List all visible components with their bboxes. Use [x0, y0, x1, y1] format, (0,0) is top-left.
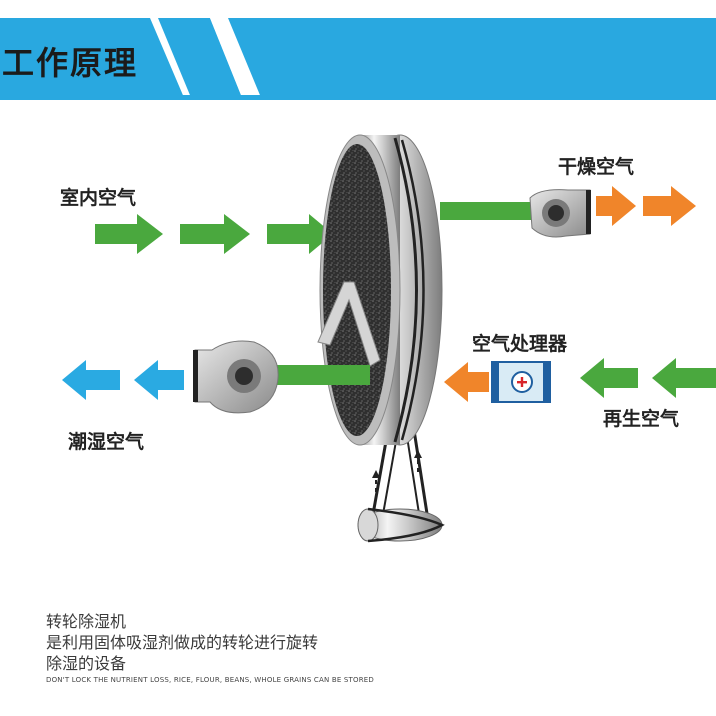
humid-air-arrow-2	[62, 360, 120, 400]
air-processor-label: 空气处理器	[472, 333, 568, 355]
drive-belt	[357, 429, 445, 543]
humid-air-label: 潮湿空气	[68, 431, 145, 453]
regen-air-arrow-1	[580, 358, 638, 398]
description-line-2: 是利用固体吸湿剂做成的转轮进行旋转	[46, 633, 319, 652]
description-line-3: 除湿的设备	[46, 654, 127, 673]
indoor-air-label: 室内空气	[60, 187, 137, 209]
header-banner	[0, 18, 716, 100]
humid-air-arrow-1	[134, 360, 184, 400]
desiccant-wheel	[317, 134, 443, 446]
footnote: DON'T LOCK THE NUTRIENT LOSS, RICE, FLOU…	[46, 676, 374, 684]
humid-air-fan-icon	[193, 340, 279, 414]
page-title: 工作原理	[2, 44, 139, 82]
dry-air-arrow-1	[596, 186, 636, 226]
rotation-arrows	[372, 450, 422, 492]
description-line-1: 转轮除湿机	[46, 612, 127, 631]
dry-air-fan-icon	[529, 189, 591, 238]
indoor-air-arrow-2	[180, 214, 250, 254]
heated-air-arrow	[444, 362, 489, 402]
plus-circle-icon	[511, 371, 533, 393]
regen-air-label: 再生空气	[603, 408, 680, 430]
indoor-air-arrow-1	[95, 214, 163, 254]
regen-air-arrow-2	[652, 358, 716, 398]
indoor-air-arrow-3	[267, 214, 333, 254]
dry-air-arrow-2	[643, 186, 696, 226]
dry-air-label: 干燥空气	[558, 156, 635, 178]
